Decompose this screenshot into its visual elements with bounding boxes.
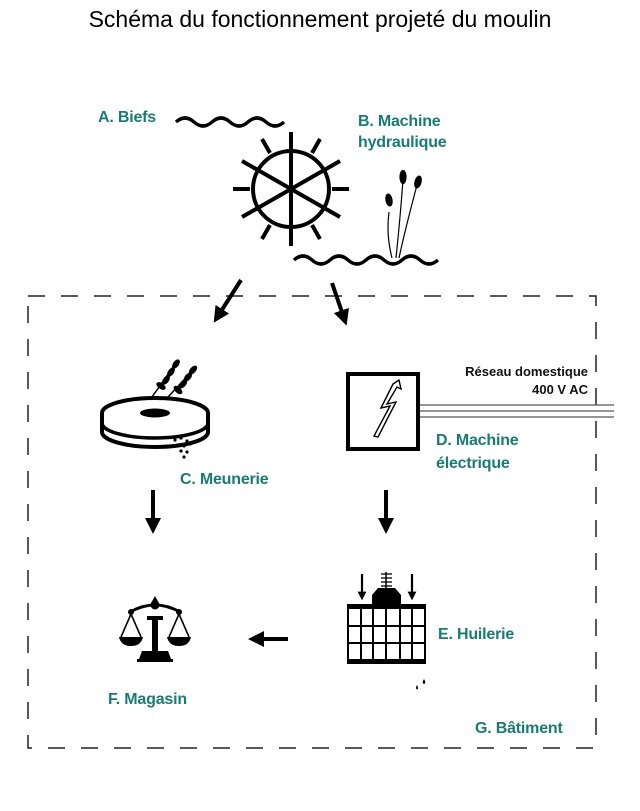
lower-water-wave-icon [292,254,440,266]
scales-icon [119,595,191,662]
label-d-machine-line2: électrique [436,455,510,472]
label-c-meunerie: C. Meunerie [180,471,269,488]
reeds-icon [385,169,422,259]
arrow-b-to-c [213,278,243,323]
arrow-b-to-d [330,282,349,326]
label-b-machine-line1: B. Machine [358,113,441,130]
wheat-icon [151,359,198,398]
power-grid-cable [420,404,614,418]
water-wheel-icon [233,132,349,246]
label-b-machine-line2: hydraulique [358,134,447,151]
grid-note-line1: Réseau domestique [465,364,588,379]
label-d-machine-line1: D. Machine [436,432,519,449]
millstone-icon [100,359,210,459]
diagram-title: Schéma du fonctionnement projeté du moul… [88,6,552,32]
grid-note-line2: 400 V AC [532,382,588,397]
label-a-biefs: A. Biefs [98,109,156,126]
building-boundary [27,295,597,749]
label-f-magasin: F. Magasin [108,691,187,708]
electric-generator-icon [346,372,420,451]
label-g-batiment: G. Bâtiment [475,720,563,737]
oil-press-icon [347,572,426,690]
label-e-huilerie: E. Huilerie [438,626,515,643]
upper-water-wave-icon [174,116,286,128]
